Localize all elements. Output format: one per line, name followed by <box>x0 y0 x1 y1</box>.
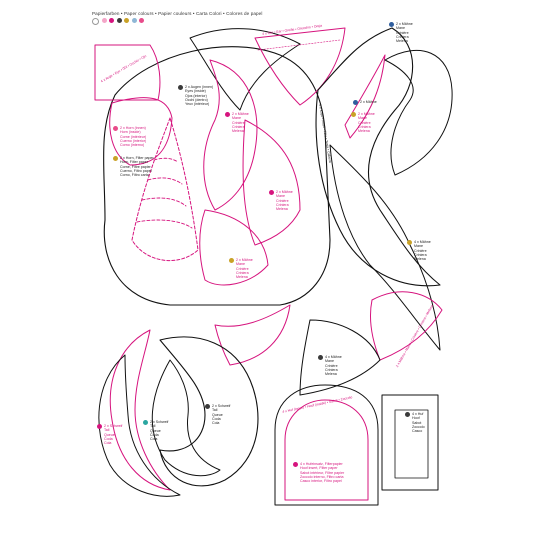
hoof-insert-arch <box>284 399 369 501</box>
swatch-6 <box>131 18 137 23</box>
label-horn-inner: 2 x Horn (innen)Horn (inside)Corne (inté… <box>113 126 146 147</box>
label-mane-d: 2 x Mähne <box>353 100 377 105</box>
horn-outline <box>131 117 199 262</box>
mane-pink-centre <box>242 119 301 246</box>
hoof-tile-right <box>381 394 439 491</box>
paper-colour-header: Papierfarben • Paper colours • Papier co… <box>92 11 263 16</box>
swatch-1 <box>92 18 99 25</box>
mane-black-mid <box>299 319 381 396</box>
tail-black-center <box>151 359 221 477</box>
head-outline <box>103 46 331 306</box>
ear-pink-outline <box>254 27 346 106</box>
mane-pink-right <box>344 54 386 139</box>
mane-pink-lower <box>199 209 269 286</box>
eye-tile-left <box>94 44 161 101</box>
label-eye: 2 x Augen (innen)Eyes (inside)Ojos (inte… <box>178 85 213 106</box>
mane-black-tall <box>315 27 441 287</box>
mane-pink-sweep <box>214 304 291 366</box>
hoof-outer-arch <box>274 384 379 506</box>
top-ear-outline <box>189 28 301 111</box>
swatch-5 <box>124 18 129 23</box>
mane-pink-mid <box>203 59 258 211</box>
swatch-2 <box>101 18 107 23</box>
tail-black-large <box>159 336 259 487</box>
eye-small-pink <box>109 97 173 166</box>
swatch-4 <box>116 18 122 23</box>
mane-pink-wedge <box>369 291 443 361</box>
ear-guide-strip <box>257 39 341 51</box>
paper-colour-swatches <box>92 18 144 25</box>
swatch-7 <box>139 18 144 23</box>
mane-black-swoosh <box>329 144 441 351</box>
mane-black-right <box>384 50 453 176</box>
tail-pink-left <box>109 329 171 491</box>
swatch-3 <box>109 18 114 23</box>
tail-black-left <box>98 354 181 497</box>
hoof-tile-right-inner <box>394 409 429 479</box>
